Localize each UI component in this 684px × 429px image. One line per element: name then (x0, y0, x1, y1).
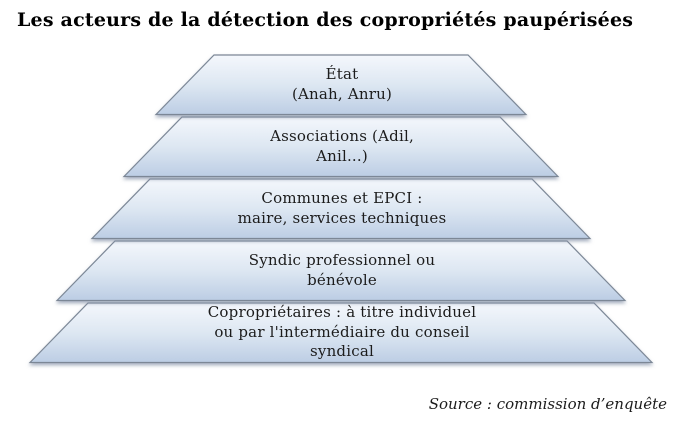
pyramid-level-1-label: État (Anah, Anru) (0, 55, 684, 114)
pyramid-level-3-label: Communes et EPCI : maire, services techn… (0, 179, 684, 238)
pyramid-level-3-shape (90, 178, 592, 240)
level-1-line-2: (Anah, Anru) (291, 84, 393, 103)
level-4-line-1: Syndic professionnel ou (248, 251, 436, 269)
level-4-line-2: bénévole (307, 270, 377, 289)
level-2-line-1: Associations (Adil, (270, 127, 414, 145)
pyramid-level-5-label: Copropriétaires : à titre individuel ou … (0, 303, 684, 362)
page-title: Les acteurs de la détection des copropri… (17, 9, 634, 31)
source-note: Source : commission d’enquête (428, 395, 667, 413)
level-5-line-1: Copropriétaires : à titre individuel (207, 303, 477, 322)
pyramid-level-5-shape (28, 302, 654, 364)
level-3-line-2: maire, services techniques (237, 208, 447, 227)
level-2-line-2: Anil...) (316, 146, 368, 165)
pyramid-level-2-shape (122, 116, 560, 178)
level-1-line-1: État (325, 65, 359, 83)
pyramid-level-4-shape (55, 240, 627, 302)
pyramid-level-1-shape (154, 54, 528, 116)
pyramid-level-2-label: Associations (Adil, Anil...) (0, 117, 684, 176)
level-5-line-3: syndical (310, 342, 374, 361)
level-3-line-1: Communes et EPCI : (261, 189, 423, 207)
level-5-line-2: ou par l'intermédiaire du conseil (214, 322, 470, 341)
pyramid-level-4-label: Syndic professionnel ou bénévole (0, 241, 684, 300)
